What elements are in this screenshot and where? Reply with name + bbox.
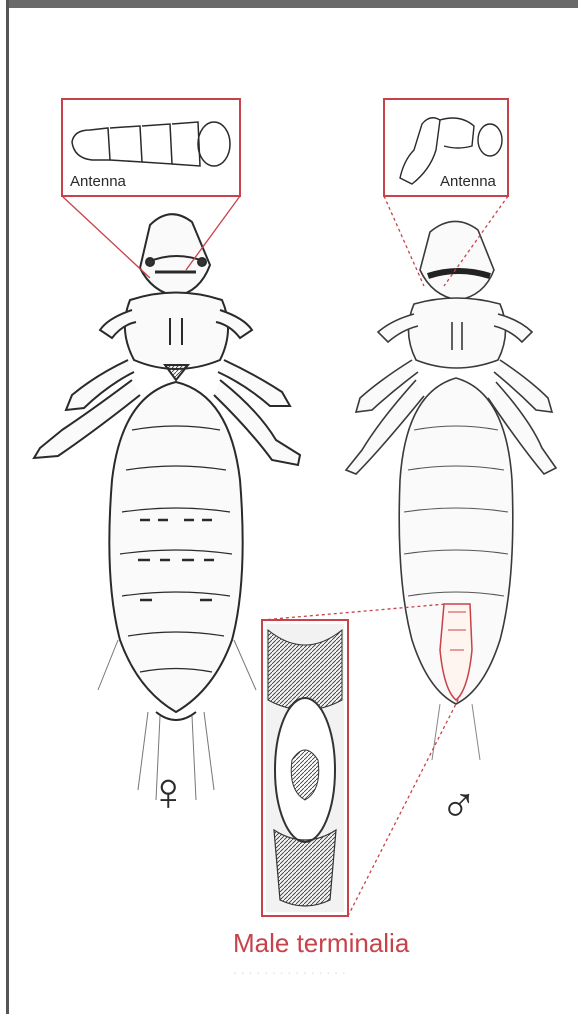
male-louse xyxy=(346,221,556,760)
male-antenna-label: Antenna xyxy=(440,173,497,190)
female-louse xyxy=(34,214,300,800)
male-symbol: ♂ xyxy=(440,777,478,833)
terminalia-label-reflection: . . . . . . . . . . . . . . . xyxy=(233,961,346,977)
terminalia-label: Male terminalia xyxy=(233,928,410,958)
female-symbol: ♀ xyxy=(148,762,189,822)
female-antenna-label: Antenna xyxy=(70,173,127,190)
